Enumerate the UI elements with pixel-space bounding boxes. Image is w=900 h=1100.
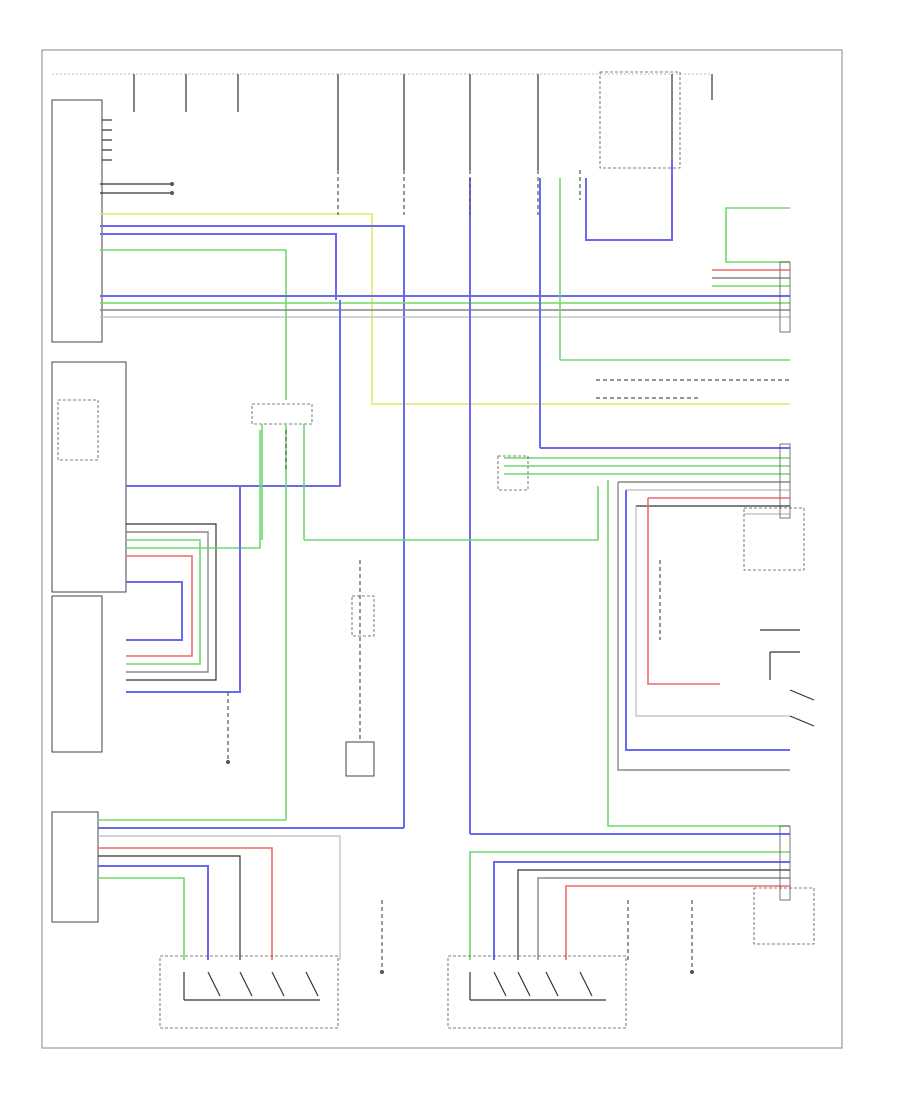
blue-wire-top-b: [100, 233, 337, 300]
yellow-wire: [100, 213, 790, 405]
right-rear-power-window-motor: [447, 955, 627, 1029]
center-door-switch: [345, 741, 375, 777]
central-relay-block: [251, 403, 313, 425]
inner-module-box: [57, 399, 99, 461]
left-power-window-switch-box: [51, 595, 103, 753]
ground-bottom-middle: [380, 900, 384, 974]
blue-wire-top: [100, 225, 405, 828]
green-mid-left-2: [126, 430, 261, 549]
right-lower-to-bottom-module: [469, 851, 790, 960]
right-middle-dashed-links: [596, 379, 790, 399]
blue-mid-left-3: [126, 486, 241, 693]
power-window-master-switch-box: [51, 361, 127, 593]
lower-left-to-bottom-module: [98, 847, 273, 960]
gray-mid-left-2: [126, 531, 209, 673]
top-fuse-labels: [112, 58, 696, 72]
main-body-ecu-box: [51, 99, 103, 343]
bottom-left-switch-contacts: [183, 971, 320, 1001]
center-connector-box: [351, 595, 375, 637]
mid-right-junction: [497, 455, 529, 491]
right-front-door-box: [753, 887, 815, 945]
blue-relay-drop: [585, 160, 673, 241]
left-rear-switch-box: [51, 811, 99, 923]
red-mid-left: [126, 555, 193, 657]
green-wire-top: [100, 249, 287, 400]
right-front-window-switch-box: [743, 507, 805, 571]
central-relay-drops: [261, 424, 305, 820]
connector-marks-upper: [337, 170, 581, 215]
right-middle-bus: [504, 447, 790, 515]
blue-mid-left-2: [126, 581, 183, 641]
gray-mid-left-1: [126, 523, 217, 681]
top-vertical-drops: [133, 74, 713, 170]
main-ecu-pins: [102, 119, 112, 161]
ground-mid-left: [226, 692, 230, 764]
right-switch-contacts: [760, 629, 815, 727]
left-rear-power-window-motor: [159, 955, 339, 1029]
main-bus-lines: [100, 295, 790, 318]
green-mid-left: [126, 539, 201, 665]
decorative-labels: [60, 270, 100, 284]
ground-symbol-top: [100, 182, 174, 195]
green-central-loop: [304, 486, 599, 541]
gray-lower-left: [98, 835, 341, 960]
right-edge-connector-bars: [779, 261, 791, 901]
right-upper-feeds: [712, 269, 790, 287]
green-relay-feed: [725, 207, 790, 263]
ground-bottom-right: [690, 900, 694, 974]
outer-frame: [41, 49, 843, 1049]
bottom-right-switch-contacts: [469, 971, 606, 1001]
right-middle-verticals: [607, 480, 790, 827]
top-right-relay-box: [599, 71, 681, 169]
upper-vertical-greens: [469, 178, 561, 834]
blue-mid-left: [126, 300, 341, 487]
